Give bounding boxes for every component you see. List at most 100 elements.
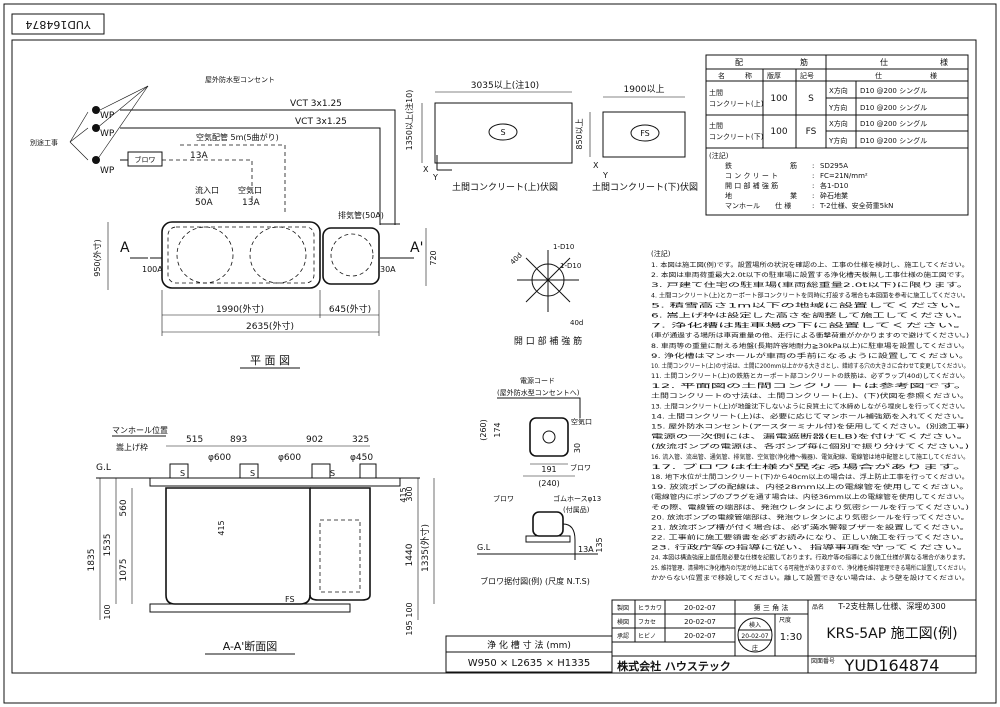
note-item: (電線管内にポンプのプラグを通す場合は、内径36mm以上の電線管を使用してくださ… bbox=[651, 493, 969, 501]
notes-list: 1. 本図は施工図(例)です。設置場所の状況を確認の上、工事の仕様を検討し、施工… bbox=[651, 261, 969, 582]
tb-scale: 1:30 bbox=[780, 632, 802, 643]
spec-1-value: SD295A bbox=[820, 162, 848, 170]
spec-5-colon: : bbox=[812, 202, 814, 210]
dim-100-a: 100 bbox=[103, 604, 112, 619]
slab-lower-mark-ellipse bbox=[630, 124, 660, 142]
rebar-row1-mark: S bbox=[808, 94, 814, 104]
rebar-row1-name1: 土間 bbox=[709, 88, 723, 97]
spec-4-key: 地 bbox=[725, 191, 732, 200]
inlet-label: 流入口 bbox=[195, 185, 219, 195]
note-item: 16. 流入管、流出管、通気管、排気管、空気管(浄化槽〜機器)、電気配線、電線管… bbox=[651, 453, 969, 461]
airport-label: 空気口 bbox=[238, 185, 262, 195]
opening-caption: 開 口 部 補 強 筋 bbox=[514, 335, 582, 347]
note-item: 13. 土間コンクリート(上)が地盤沈下しないように良質土にて水締めしながら埋戻… bbox=[651, 402, 969, 410]
slab-lower-x: X bbox=[593, 161, 599, 170]
section-view-title: A-A'断面図 bbox=[223, 639, 278, 653]
cable-vct-2 bbox=[120, 127, 381, 225]
note-item: 19. 放流ポンプの配線は、内径28mm以上の電線管を使用してください。 bbox=[651, 483, 969, 491]
dim-300: 300 bbox=[405, 486, 414, 501]
slab-upper-width: 3035以上(注10) bbox=[471, 79, 539, 91]
dim-415-a: 415 bbox=[217, 520, 226, 535]
spec-1-key: 鉄 bbox=[725, 161, 732, 170]
slab-upper-view: 3035以上(注10) 1350以上(注10) S X Y 土間コンクリート(上… bbox=[404, 79, 573, 193]
slab-lower-view: 1900以上 850以上 FS X Y 土間コンクリート(下)伏図 bbox=[575, 84, 698, 193]
section-mark-a: A bbox=[120, 240, 130, 256]
spec-5-key: マンホール bbox=[725, 202, 760, 210]
tb-name-1: ヒラカワ bbox=[638, 605, 662, 612]
blower-label: ブロワ bbox=[135, 155, 156, 164]
stamp-date: 20-02-07 bbox=[741, 633, 768, 640]
slab-upper-caption: 土間コンクリート(上)伏図 bbox=[452, 181, 558, 193]
rebar-header-4: 様 bbox=[940, 57, 948, 67]
title-block: 製図 ヒラカワ 20-02-07 検図 フカセ 20-02-07 承認 ヒビノ … bbox=[611, 599, 977, 675]
slab-s-3: S bbox=[330, 469, 335, 478]
slab-lower-height: 850以上 bbox=[575, 118, 584, 149]
outlet-label: (屋外防水型コンセントへ) bbox=[497, 388, 580, 397]
rebar-row2-name1: 土間 bbox=[709, 121, 723, 130]
tank-inner-outline bbox=[167, 226, 315, 284]
opening-d1: 1-D10 bbox=[553, 243, 574, 251]
rebar-row2-xspec: D10 @200 シングル bbox=[860, 119, 927, 128]
rebar-header-2: 筋 bbox=[800, 57, 808, 67]
note-item: (車が通過する場所は車両重量の他、走行による衝撃荷重がかかりますので避けてくださ… bbox=[651, 332, 969, 340]
blower-detail: 電源コード (屋外防水型コンセントへ) 空気口 ブロワ (260) 174 30… bbox=[477, 376, 604, 586]
rebar-row2-x: X方向 bbox=[829, 119, 848, 128]
notes-block: (注記) 1. 本図は施工図(例)です。設置場所の状況を確認の上、工事の仕様を検… bbox=[651, 249, 969, 582]
power-cord-label: 電源コード bbox=[520, 376, 555, 385]
wp-label-2: WP bbox=[100, 129, 115, 139]
lower-slab bbox=[149, 603, 351, 613]
tb-model: KRS-5AP 施工図(例) bbox=[826, 626, 957, 642]
manhole-2 bbox=[249, 226, 307, 284]
rebar-row2-y: Y方向 bbox=[828, 136, 847, 145]
note-item: 2. 本図は車両荷重最大2.0t以下の駐車場に設置する浄化槽天板無し工事仕様の施… bbox=[651, 271, 969, 279]
tb-projection: 第 三 角 法 bbox=[754, 603, 789, 612]
slab-lower-mark: FS bbox=[640, 129, 650, 138]
wp-outlet-3 bbox=[92, 156, 100, 164]
exhaust-label: 排気管(50A) bbox=[338, 210, 384, 220]
note-item: 電源の一次側には、漏電遮断器(ELB)を付けてください。 bbox=[651, 433, 969, 441]
spec-3-value: 各1-D10 bbox=[820, 181, 848, 190]
rebar-row1-xspec: D10 @200 シングル bbox=[860, 86, 927, 95]
dim-415-b: 415 bbox=[399, 487, 408, 502]
note-item: 10. 土間コンクリート(上)の寸法は、土間に200mm以上かかる大きさとし、錯… bbox=[651, 362, 969, 370]
tank-size-value: W950 × L2635 × H1335 bbox=[468, 658, 590, 669]
stamp-bottom: 庄 bbox=[752, 644, 758, 652]
dim-1335: 1335(外寸) bbox=[419, 524, 431, 572]
tb-date-3: 20-02-07 bbox=[684, 632, 716, 640]
opening-reinforcement: 1-D10 1-D10 40d 40d 開 口 部 補 強 筋 bbox=[509, 243, 584, 347]
tank-section-body bbox=[165, 487, 311, 605]
dim-902: 902 bbox=[306, 435, 323, 445]
wp-label-3: WP bbox=[100, 166, 115, 176]
tank-size-box: 浄 化 槽 寸 法 (mm) W950 × L2635 × H1335 bbox=[445, 635, 613, 673]
manhole-position-label: マンホール位置 bbox=[112, 425, 168, 435]
vct-label-1: VCT 3x1.25 bbox=[290, 99, 342, 109]
slab-upper-height: 1350以上(注10) bbox=[404, 90, 414, 151]
opening-40d-a: 40d bbox=[509, 251, 524, 266]
dim-1440: 1440 bbox=[405, 543, 415, 566]
dim-260: (260) bbox=[479, 419, 488, 441]
stamp-code: YUD164874 bbox=[25, 18, 91, 31]
dim-100-b: 100 bbox=[405, 602, 414, 617]
slab-s-2: S bbox=[250, 469, 255, 478]
stamp-top: 検入 bbox=[749, 621, 761, 629]
note-item: 22. 工事前に施工要領書を必ずお読みになり、正しい施工を行ってください。 bbox=[651, 534, 969, 542]
note-item: 24. 本図は構造強度上最低限必要な仕様を記載しております。行政庁等の指導により… bbox=[651, 554, 969, 562]
a100-label: 100A bbox=[142, 265, 163, 274]
riser-label: 嵩上げ枠 bbox=[116, 442, 148, 452]
note-item: 21. 放流ポンプ槽が付く場合は、必ず満水警報ブザーを設置してください。 bbox=[651, 523, 969, 531]
dim-893: 893 bbox=[230, 435, 247, 445]
approval-stamp bbox=[737, 617, 773, 653]
blower-plan-label: ブロワ bbox=[570, 463, 591, 472]
rebar-row1-y: Y方向 bbox=[828, 103, 847, 112]
rebar-row1-name2: コンクリート(上) bbox=[709, 99, 764, 108]
note-item: 4. 土間コンクリート(上)とカーポート部コンクリートを同時に打設する場合も本図… bbox=[651, 291, 969, 299]
pump-section-body bbox=[309, 487, 371, 601]
note-item: (放流ポンプの電源は、各ポンプ毎に個別で振り分けてください。) bbox=[651, 443, 969, 451]
separate-work-label: 別途工事 bbox=[30, 138, 58, 147]
slab-lower-caption: 土間コンクリート(下)伏図 bbox=[592, 181, 698, 193]
blower-plan-body bbox=[529, 417, 569, 457]
tb-role-1: 製図 bbox=[617, 604, 629, 612]
slab-lower-width: 1900以上 bbox=[624, 84, 665, 95]
tb-name-3: ヒビノ bbox=[638, 632, 656, 640]
